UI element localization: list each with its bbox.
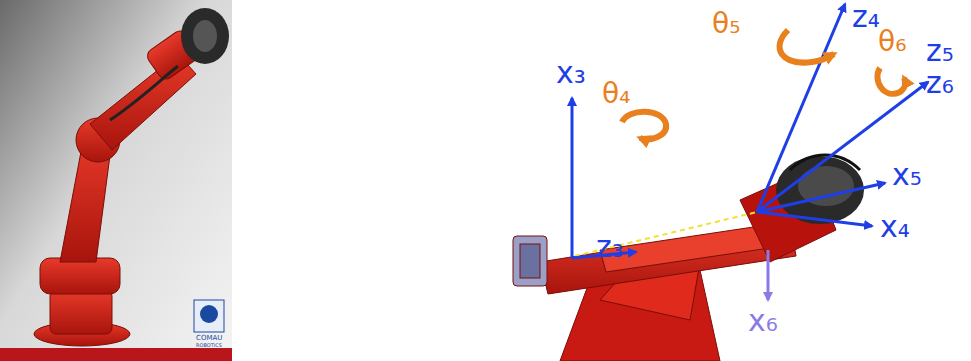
logo-text: ROBOTICS [196, 343, 222, 348]
axis-label: x₃ [556, 58, 586, 88]
axis-label: x₆ [748, 306, 778, 336]
logo-text: COMAU [196, 335, 222, 342]
joint-label: θ₅ [712, 10, 740, 38]
joint-label: θ₆ [878, 28, 906, 56]
axis-label: z₄ [852, 2, 880, 32]
axis-label: z₅ [926, 36, 954, 66]
joint-label: θ₄ [602, 80, 630, 108]
axis-label: x₅ [892, 160, 922, 190]
axis-label: z₆ [926, 68, 954, 98]
axis-label: x₄ [880, 212, 910, 242]
axis-label: z₃ [596, 232, 624, 262]
